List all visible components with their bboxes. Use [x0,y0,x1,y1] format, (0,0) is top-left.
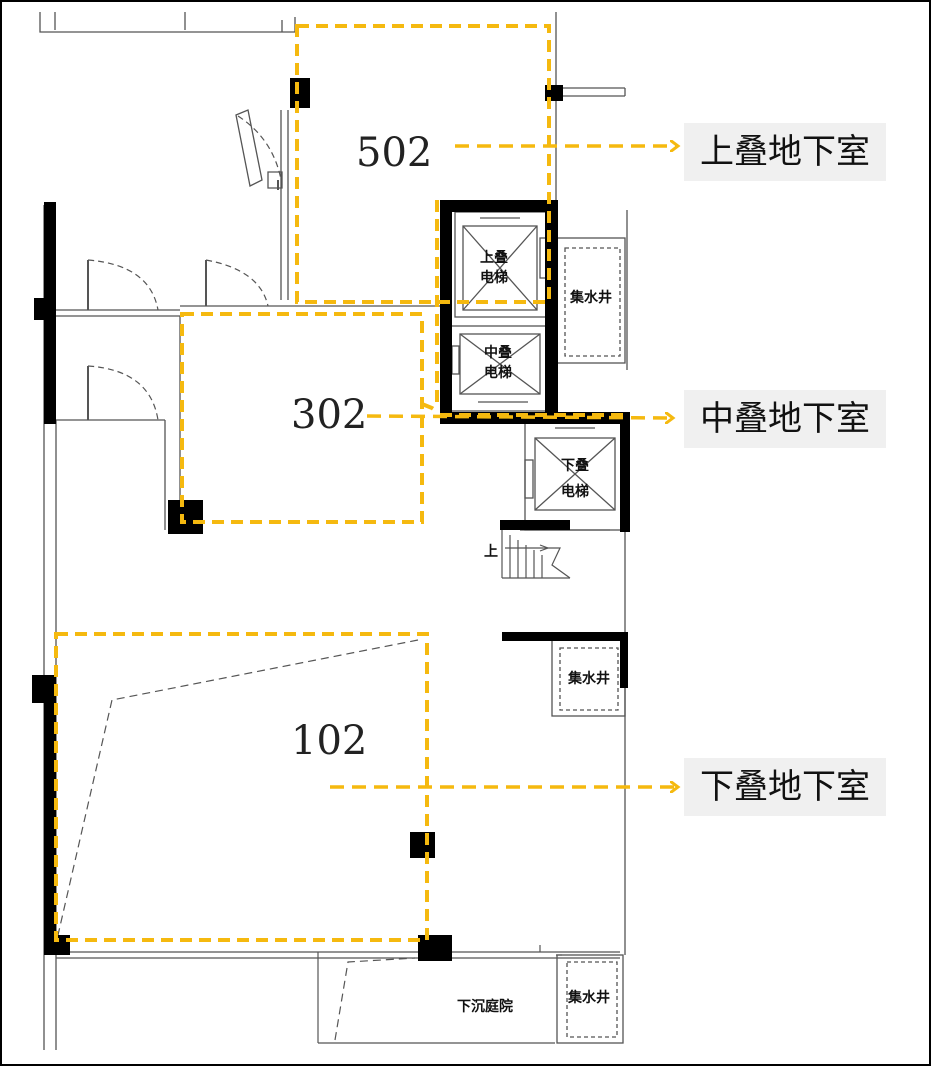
sump-label-lower: 集水井 [567,989,610,1006]
lower-room-lines [56,639,620,1044]
sump-label-middle: 集水井 [567,670,610,687]
unit-label-502: 502 [356,130,432,176]
courtyard-label: 下沉庭院 [457,998,513,1015]
unit-outlines [54,24,625,942]
stair-up-label: 上 [484,544,498,560]
elevator-lower-label-1: 下叠 [561,457,589,474]
arrow-middle [366,416,671,418]
unit-102-outline [54,632,429,942]
plan-thin-lines [39,12,626,1050]
callout-arrows [330,146,676,787]
unit-label-102: 102 [291,718,367,764]
structural-walls [32,78,630,961]
door-swings [87,115,562,956]
elevator-middle-label-2: 电梯 [484,364,512,381]
unit-302-extension [421,402,440,414]
elevator-lower-shaft [520,419,626,955]
elevator-lower-label-2: 电梯 [561,483,589,500]
callout-middle-basement: 中叠地下室 [684,390,886,448]
callout-upper-basement: 上叠地下室 [684,123,886,181]
unit-label-302: 302 [291,392,367,438]
door-leaves [235,109,283,189]
elevator-middle-label-1: 中叠 [484,344,512,361]
stair [501,528,571,579]
sump-label-upper: 集水井 [569,289,612,306]
elevator-upper-label-1: 上叠 [480,249,508,266]
unit-502-outline [295,24,551,304]
elevator-upper-label-2: 电梯 [480,269,508,286]
callout-lower-basement: 下叠地下室 [684,758,886,816]
sump-pits [551,210,628,1044]
